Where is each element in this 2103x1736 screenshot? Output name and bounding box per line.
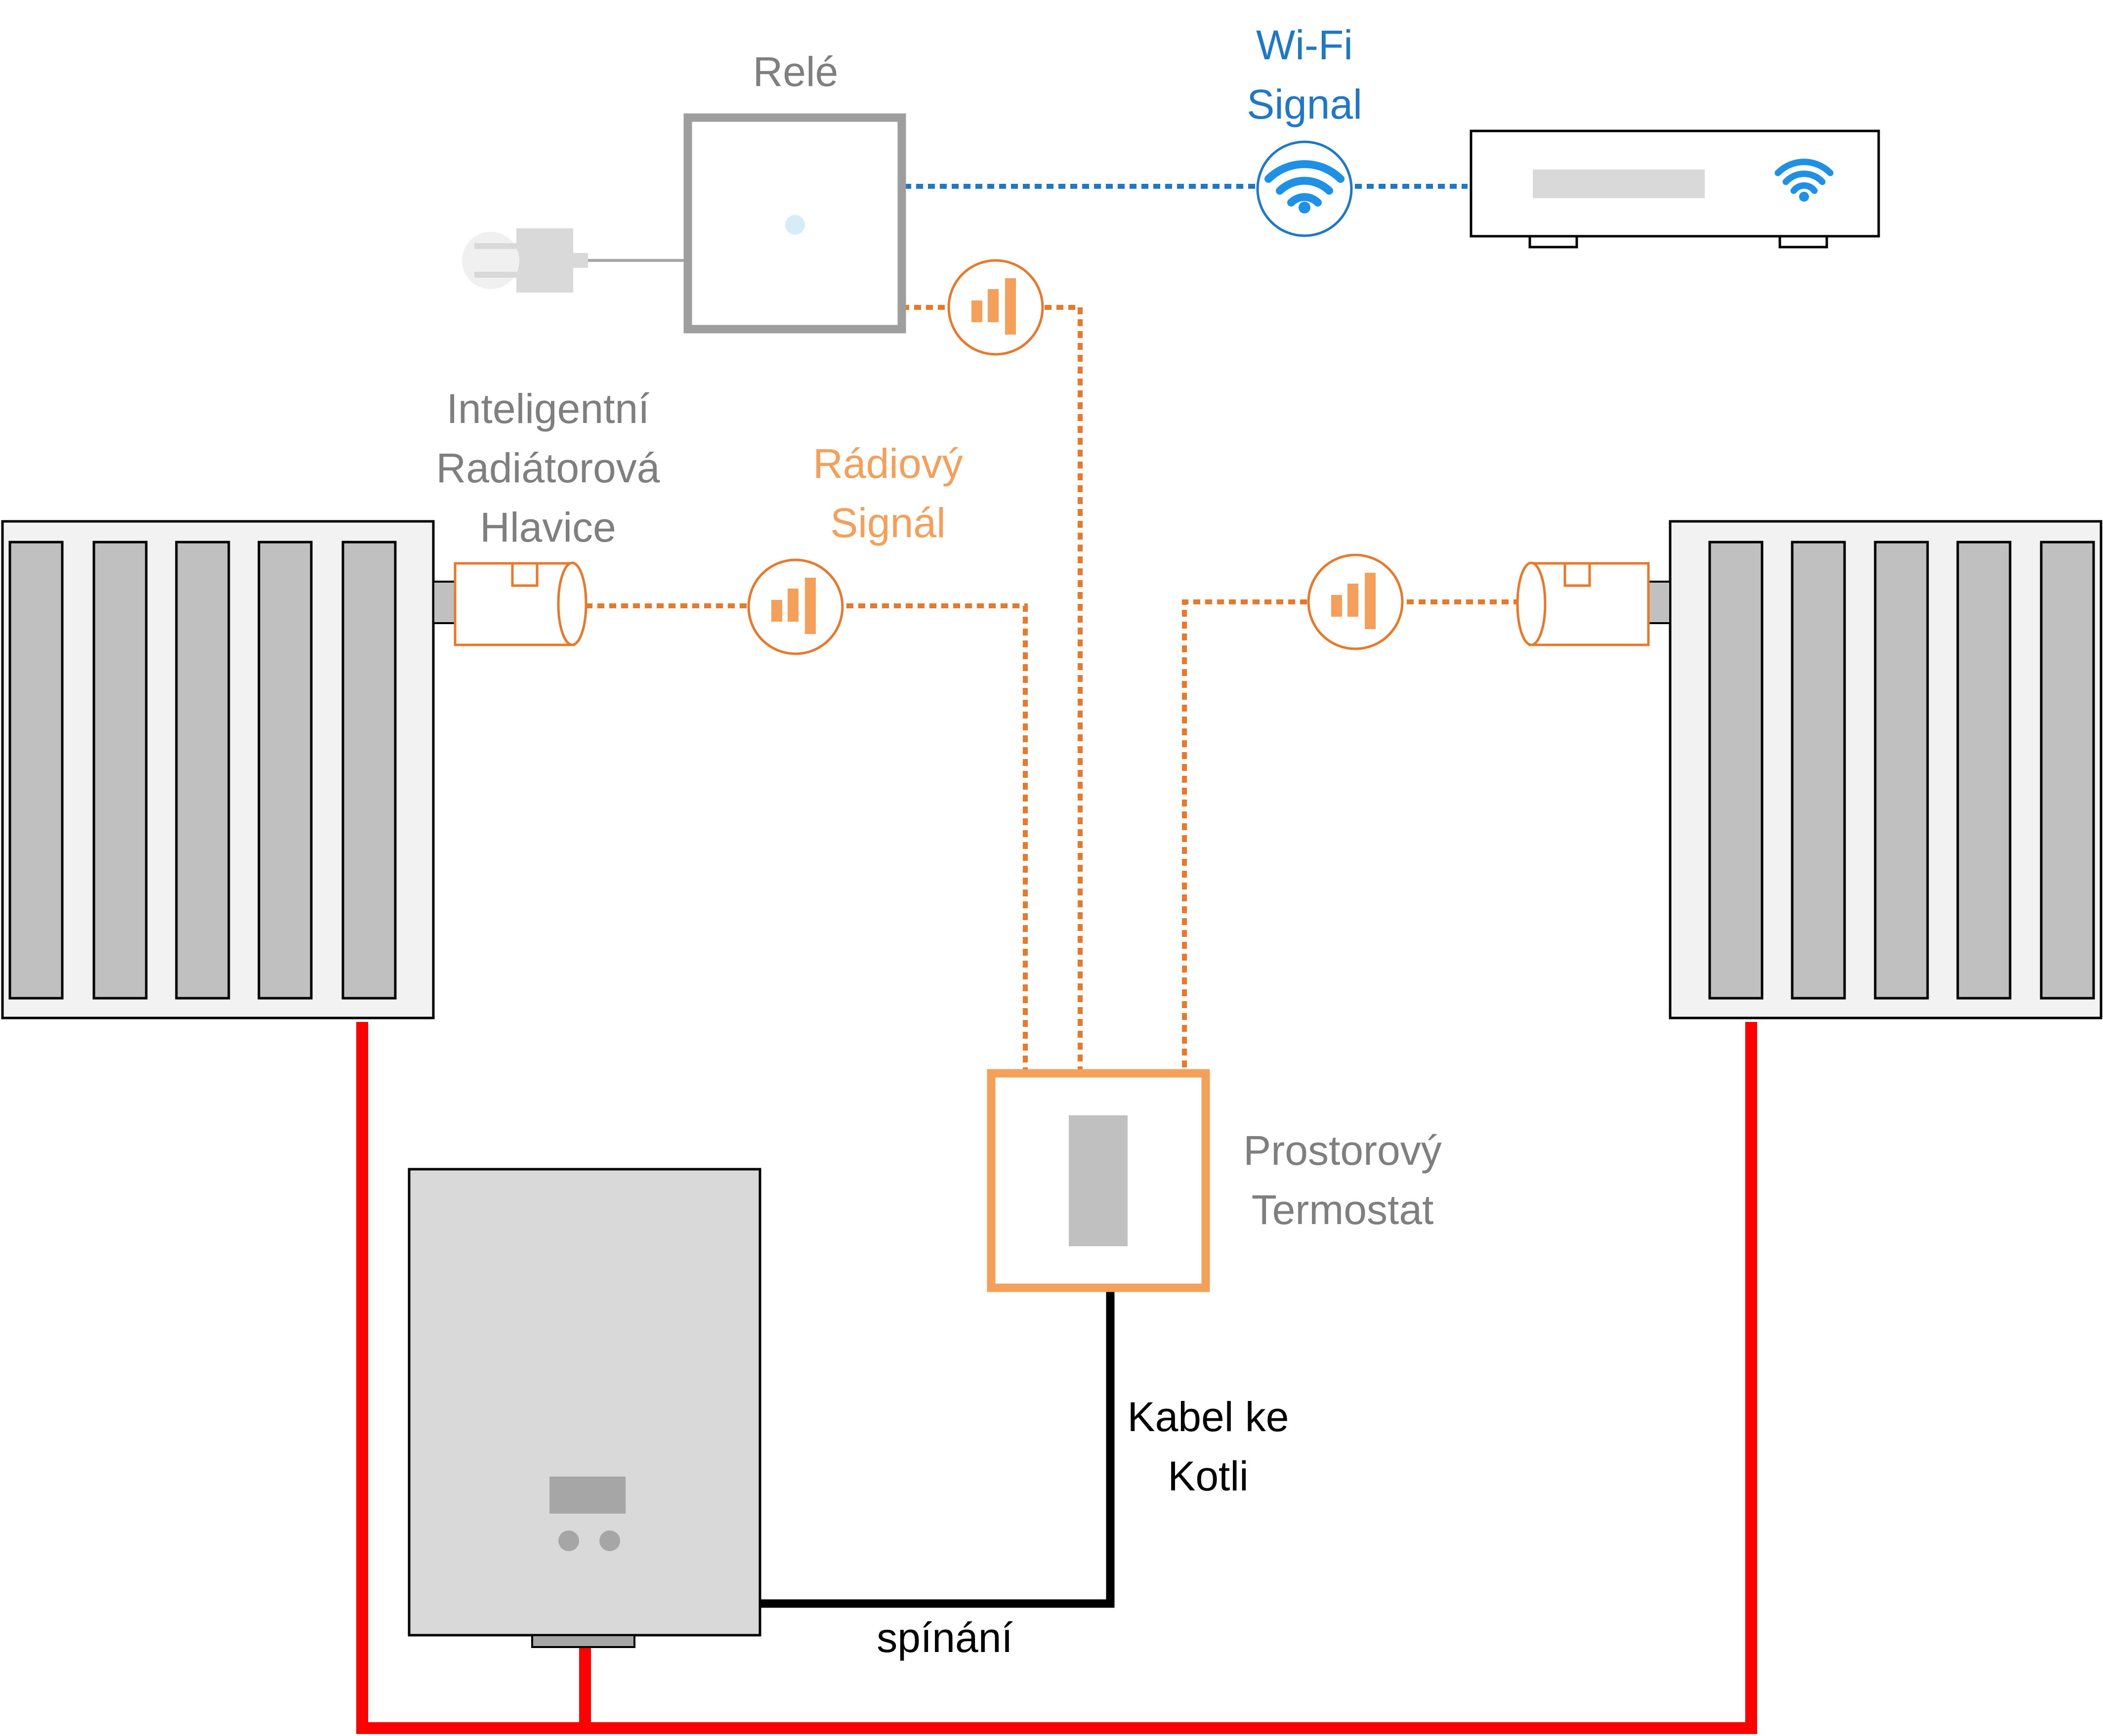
radio-link-relay — [902, 305, 1083, 1071]
radiator-left-valve-stem — [432, 581, 457, 624]
head-right-button — [1563, 562, 1591, 587]
boiler — [408, 1168, 761, 1648]
radio-signal-label-line2: Signál — [830, 500, 946, 546]
radiator-left-fin — [175, 541, 230, 1000]
radiator-right-fin — [1874, 541, 1929, 1000]
power-plug-icon — [462, 228, 687, 293]
boiler-cable-label-line2: Kotli — [1168, 1453, 1249, 1499]
boiler-base — [531, 1634, 635, 1648]
router-display — [1533, 169, 1705, 198]
smart-radiator-head-right — [1516, 561, 1650, 646]
wifi-icon — [1256, 140, 1353, 237]
radio-link-left-head — [586, 603, 1028, 1071]
relay-led — [785, 215, 805, 235]
head-right-cap — [1516, 561, 1547, 646]
boiler-cable — [760, 1285, 1115, 1608]
thermostat-display — [1069, 1115, 1128, 1246]
wifi-signal-label-line2: Signal — [1247, 81, 1362, 127]
heating-pipes — [356, 1022, 1757, 1734]
smart-head-label-line1: Inteligentní — [446, 385, 650, 432]
radiator-right-fin — [1956, 541, 2012, 1000]
boiler-cable-label-line1: Kabel ke — [1127, 1394, 1289, 1440]
relay-label: Relé — [753, 48, 839, 95]
radiator-right-valve-stem — [1646, 581, 1671, 624]
thermostat-label-line1: Prostorový — [1243, 1127, 1442, 1174]
pipe-left-radiator — [356, 1022, 1757, 1734]
signal-bars-icon — [947, 259, 1044, 356]
switching-label: spínání — [877, 1614, 1013, 1661]
wifi-icon — [1774, 159, 1834, 202]
signal-bars-icon — [747, 558, 844, 655]
router-foot-right — [1778, 235, 1828, 249]
radiator-right — [1646, 520, 2103, 1019]
radio-signal-label-line1: Rádiový — [813, 440, 963, 487]
radiator-left-fin — [8, 541, 64, 1000]
smart-radiator-head-left — [454, 561, 588, 646]
boiler-body — [408, 1168, 761, 1637]
head-left-button — [511, 562, 539, 587]
radiator-left — [1, 520, 457, 1019]
boiler-knob-right — [599, 1530, 620, 1551]
signal-bars-icon — [1307, 553, 1404, 650]
radiator-left-fin — [257, 541, 313, 1000]
router-foot-left — [1528, 235, 1578, 249]
radiator-right-fin — [2040, 541, 2095, 1000]
radiator-right-fin — [1791, 541, 1846, 1000]
boiler-display — [549, 1477, 626, 1514]
wifi-router — [1470, 129, 1880, 249]
smart-head-label-line2: Radiátorová — [436, 445, 660, 491]
radio-links — [586, 305, 1520, 1071]
room-thermostat — [987, 1069, 1210, 1292]
wifi-signal-label-line1: Wi-Fi — [1256, 22, 1353, 68]
relay-device — [683, 113, 906, 334]
radiator-left-fin — [341, 541, 397, 1000]
boiler-knob-left — [558, 1530, 579, 1551]
radio-link-right-head — [1182, 599, 1520, 1071]
radiator-left-fin — [92, 541, 148, 1000]
head-left-cap — [557, 561, 588, 646]
smart-head-label-line3: Hlavice — [480, 504, 616, 550]
thermostat-label-line2: Termostat — [1251, 1186, 1434, 1233]
radiator-right-fin — [1708, 541, 1764, 1000]
